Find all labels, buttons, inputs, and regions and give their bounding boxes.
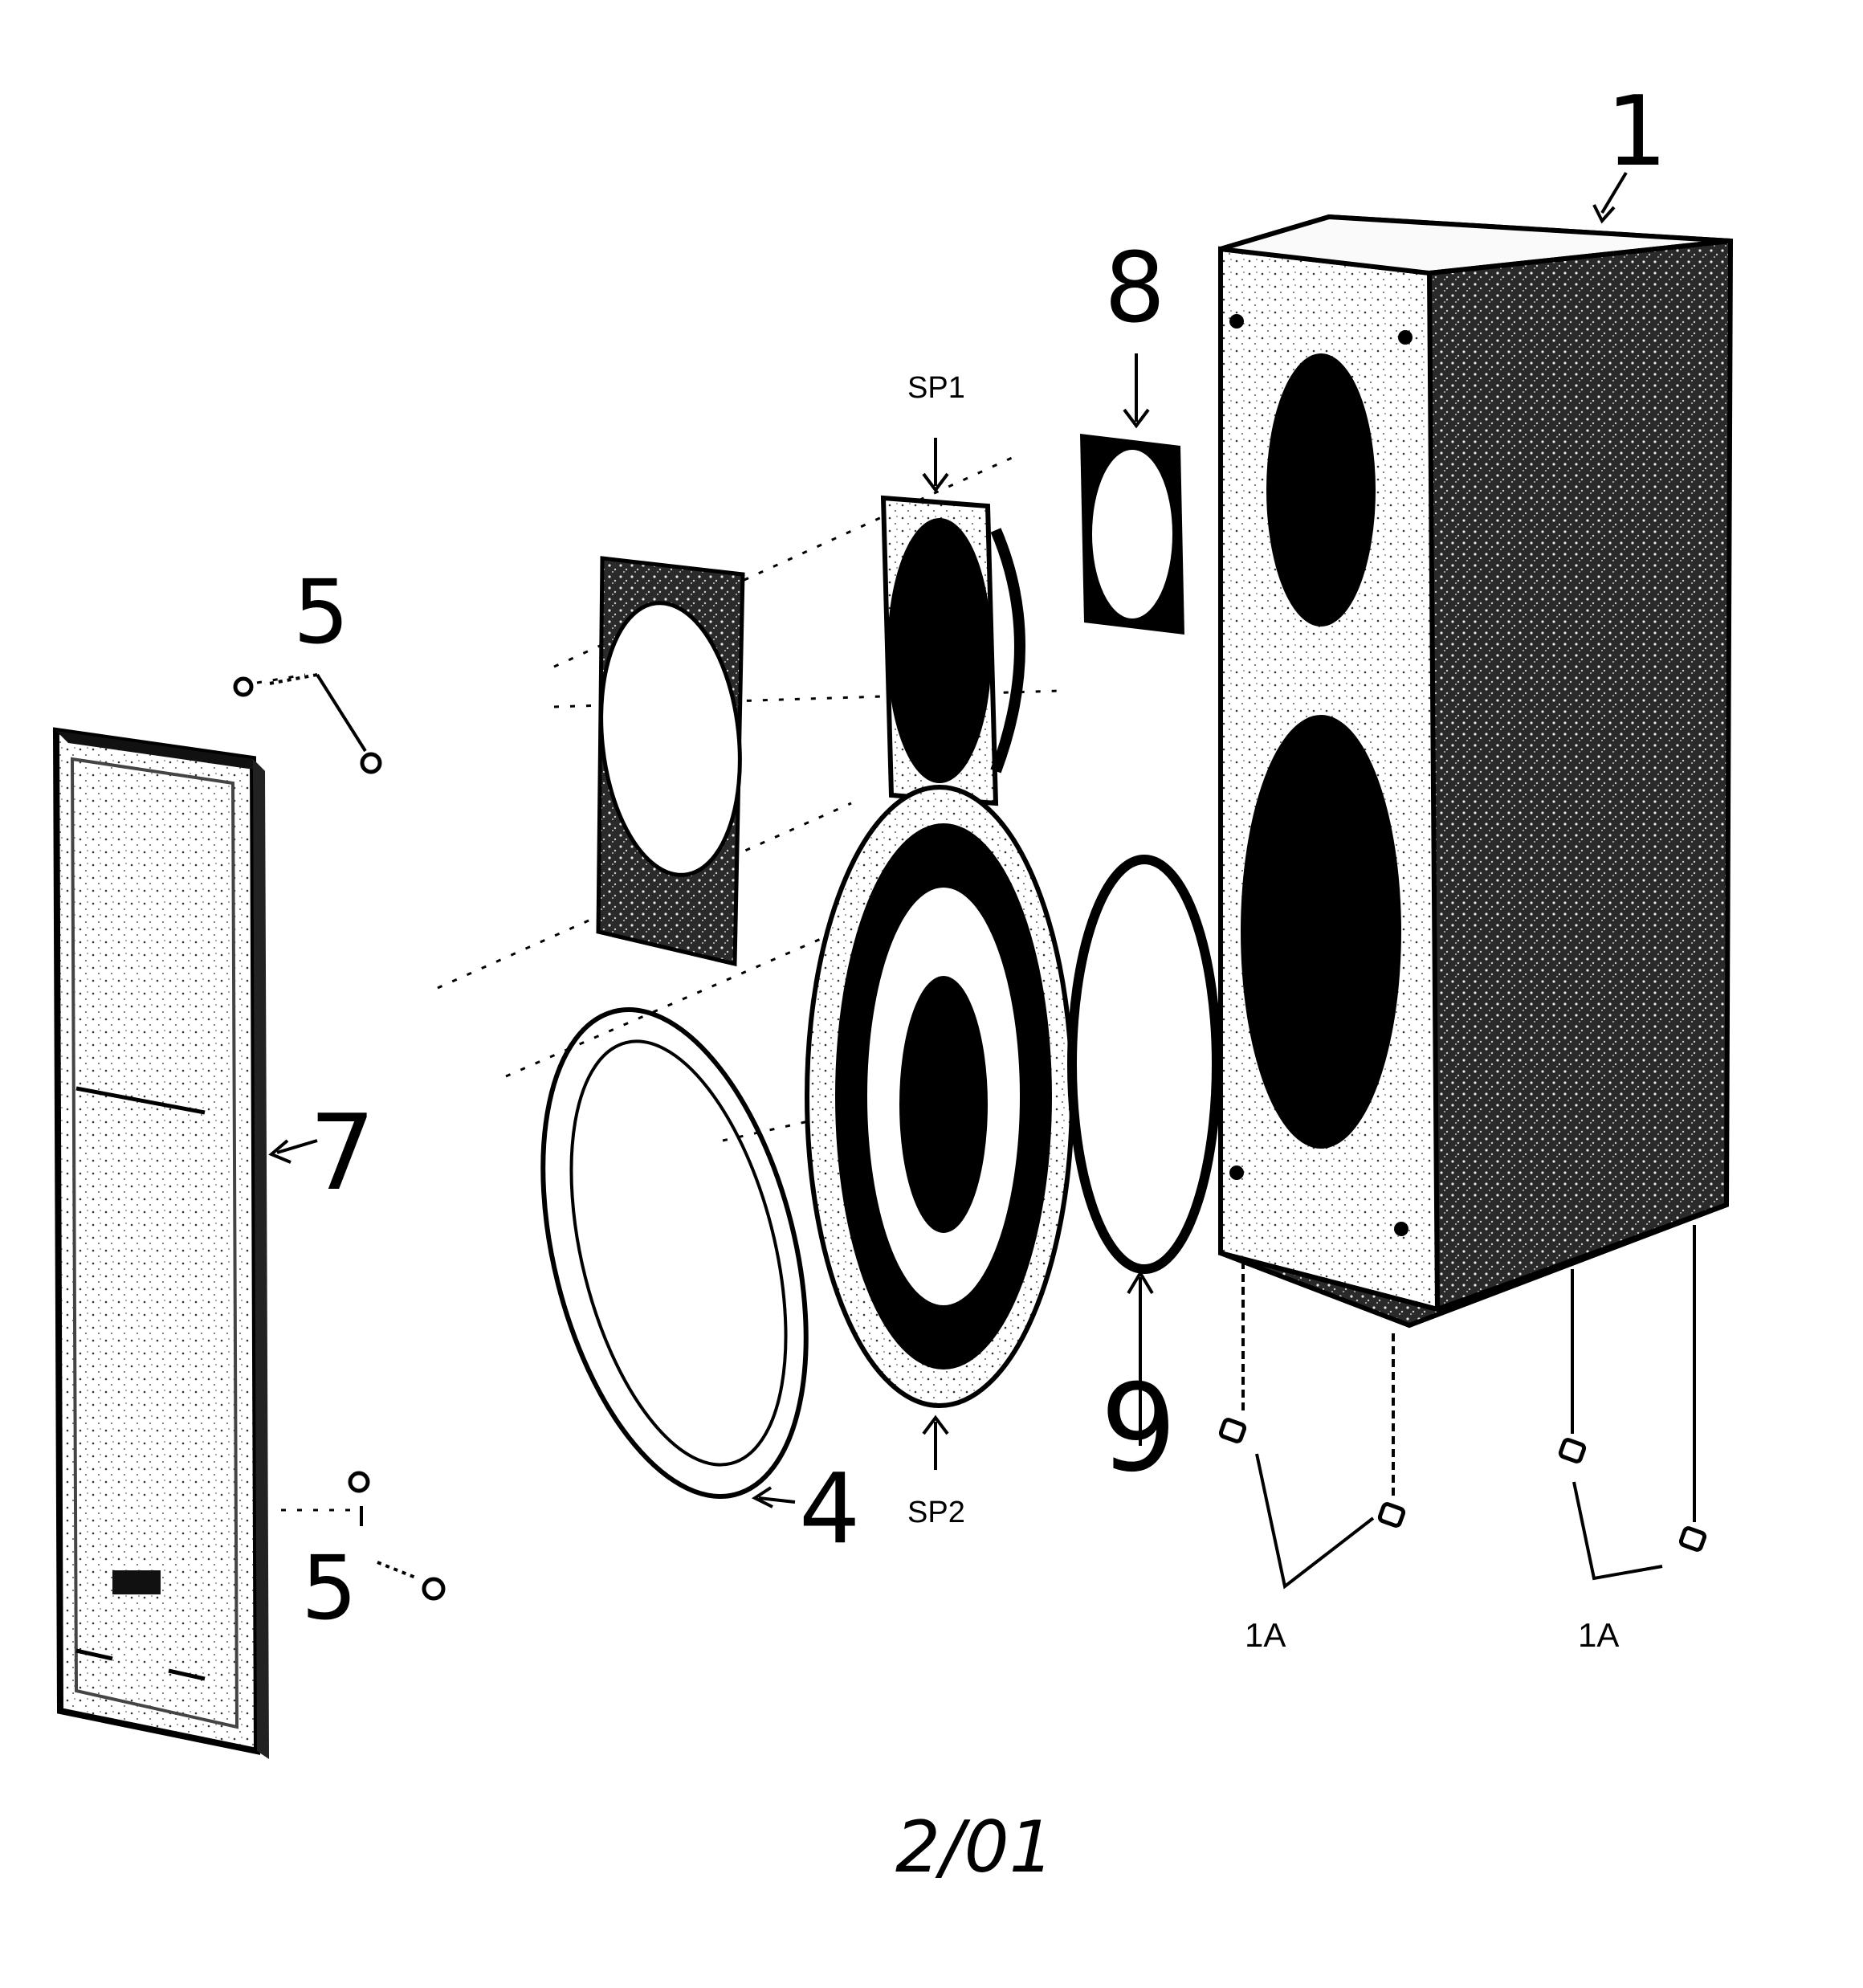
woofer-sp2 bbox=[805, 785, 1074, 1408]
fastener-washers bbox=[233, 676, 446, 1601]
cabinet bbox=[1218, 214, 1734, 1329]
leader-lines bbox=[264, 171, 1696, 1590]
grille-frame bbox=[52, 727, 269, 1759]
cabinet-feet bbox=[1218, 1418, 1707, 1552]
label-tweeter: SP1 bbox=[907, 371, 965, 405]
label-tweeter-gasket: 8 bbox=[1104, 233, 1165, 345]
label-fastener-bottom: 5 bbox=[301, 1537, 357, 1639]
label-grille-ring: 4 bbox=[799, 1454, 860, 1565]
label-fastener-top: 5 bbox=[293, 561, 349, 663]
baffle-panel bbox=[596, 556, 745, 967]
label-woofer-gasket: 9 bbox=[1100, 1359, 1176, 1499]
part-labels: 1 8 SP1 5 7 9 SP2 4 5 1A 1A bbox=[293, 76, 1667, 1654]
label-woofer: SP2 bbox=[907, 1496, 965, 1529]
label-feet-left: 1A bbox=[1245, 1616, 1286, 1654]
label-grille-frame: 7 bbox=[309, 1092, 376, 1214]
tweeter-gasket bbox=[1080, 434, 1184, 635]
woofer-gasket bbox=[1067, 855, 1221, 1274]
tweeter-sp1 bbox=[880, 495, 1025, 806]
label-feet-right: 1A bbox=[1578, 1616, 1619, 1654]
label-cabinet: 1 bbox=[1606, 76, 1667, 188]
footer-date: 2/01 bbox=[895, 1806, 1054, 1888]
grille-ring bbox=[540, 1007, 809, 1499]
